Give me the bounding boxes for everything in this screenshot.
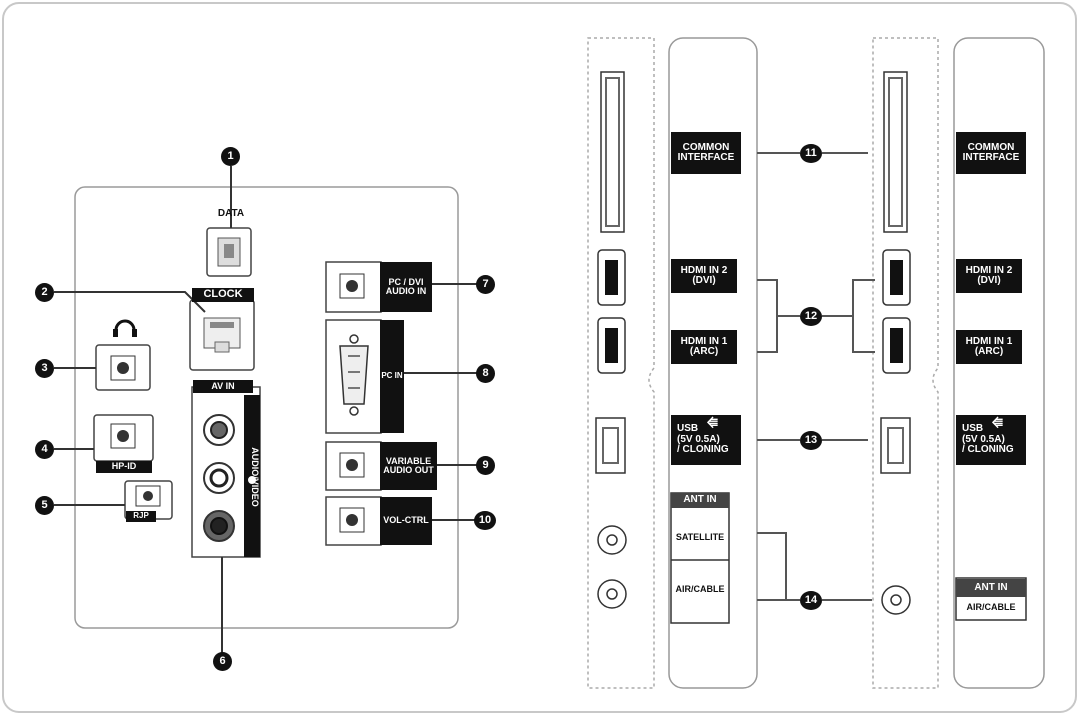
pc-dvi-audio-hole	[346, 280, 358, 292]
panel-a-satellite: SATELLITE	[675, 532, 725, 542]
label-vol-ctrl: VOL-CTRL	[380, 497, 432, 545]
panel-a-air-cable: AIR/CABLE	[675, 584, 725, 594]
callout-13: 13	[800, 431, 822, 450]
callout-6: 6	[213, 652, 232, 671]
label-av-in: AV IN	[193, 380, 253, 393]
callout-1: 1	[221, 147, 240, 166]
panel-a-common-interface: COMMON INTERFACE	[671, 132, 741, 174]
panel-a-hdmi2: HDMI IN 2 (DVI)	[671, 259, 737, 293]
label-audio-video: AUDIO/VIDEO	[250, 447, 260, 507]
callout-2: 2	[35, 283, 54, 302]
leader-lines-left	[54, 166, 477, 654]
callout-5: 5	[35, 496, 54, 515]
usb-icon: ⭅	[992, 416, 1003, 430]
label-pc-dvi-audio-in: PC / DVI AUDIO IN	[380, 262, 432, 312]
label-clock: CLOCK	[192, 288, 254, 302]
panel-a-usb: USB (5V 0.5A) / CLONING	[671, 415, 741, 465]
label-pc-in: PC IN	[380, 320, 404, 433]
ant-in-box-a	[670, 492, 730, 624]
leader-lines-right	[757, 152, 875, 601]
callout-11: 11	[800, 144, 822, 163]
label-rjp: RJP	[126, 511, 156, 522]
callout-7: 7	[476, 275, 495, 294]
clock-port-latch	[214, 341, 230, 353]
panel-b-air-cable: AIR/CABLE	[966, 602, 1016, 612]
label-hp-id: HP-ID	[96, 461, 152, 473]
callout-8: 8	[476, 364, 495, 383]
callout-3: 3	[35, 359, 54, 378]
panel-a-hdmi1: HDMI IN 1 (ARC)	[671, 330, 737, 364]
vga-port	[339, 345, 369, 405]
panel-b-common-interface: COMMON INTERFACE	[956, 132, 1026, 174]
label-variable-audio-out: VARIABLE AUDIO OUT	[380, 442, 437, 490]
label-data: DATA	[217, 208, 245, 219]
panel-b-usb: USB (5V 0.5A) / CLONING	[956, 415, 1026, 465]
panel-b-ant-in: ANT IN	[956, 579, 1026, 597]
panel-b-hdmi2: HDMI IN 2 (DVI)	[956, 259, 1022, 293]
callout-4: 4	[35, 440, 54, 459]
clock-port-pins	[210, 322, 234, 328]
rjp-hole	[143, 491, 153, 501]
usb-icon: ⭅	[707, 416, 718, 430]
callout-12: 12	[800, 307, 822, 326]
callout-9: 9	[476, 456, 495, 475]
headphone-icon	[113, 319, 137, 337]
panel-a-ant-in: ANT IN	[671, 493, 729, 508]
data-port-pins	[224, 244, 234, 258]
headphone-jack-hole	[117, 362, 129, 374]
callout-10: 10	[474, 511, 496, 530]
av-side-dot	[248, 476, 256, 484]
callout-14: 14	[800, 591, 822, 610]
hp-id-hole	[117, 430, 129, 442]
panel-b-hdmi1: HDMI IN 1 (ARC)	[956, 330, 1022, 364]
